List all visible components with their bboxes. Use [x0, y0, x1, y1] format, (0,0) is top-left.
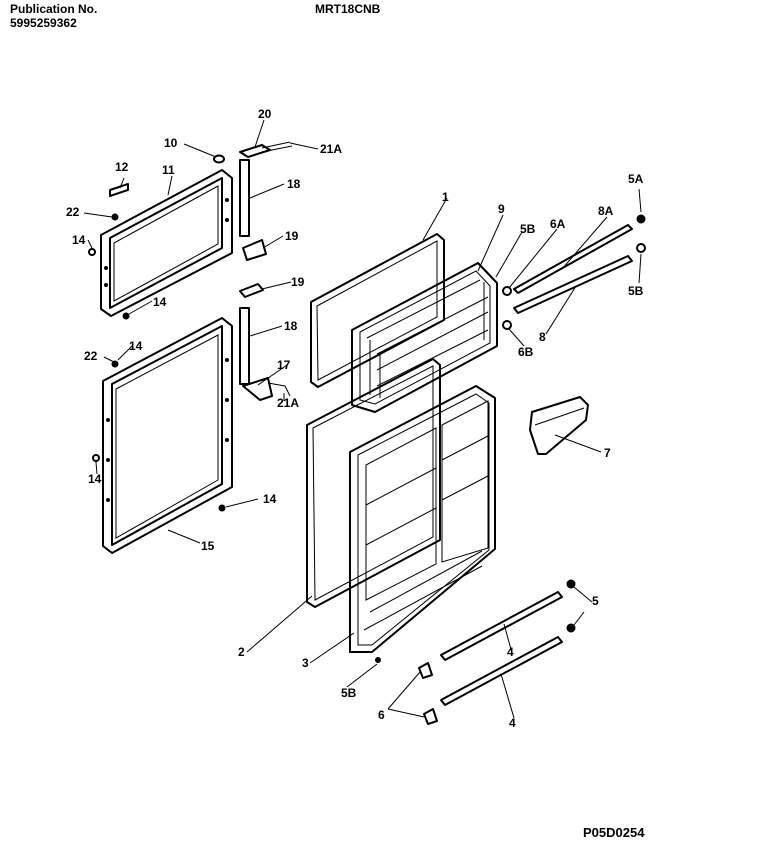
- callout-14-e: 14: [263, 492, 277, 506]
- callout-6b: 6B: [518, 345, 534, 359]
- model-number: MRT18CNB: [315, 2, 381, 16]
- spacer-upper: [239, 159, 250, 237]
- callout-6: 6: [378, 708, 385, 722]
- callout-19-upper: 19: [285, 229, 299, 243]
- publication-label: Publication No.: [10, 2, 98, 16]
- callout-20: 20: [258, 107, 272, 121]
- callout-22-upper: 22: [66, 205, 80, 219]
- callout-18-upper: 18: [287, 177, 301, 191]
- callout-5b-bottom: 5B: [341, 686, 357, 700]
- plug-part: [213, 154, 225, 164]
- callout-15: 15: [201, 539, 215, 553]
- callout-7: 7: [604, 446, 611, 460]
- callout-14-b: 14: [153, 295, 167, 309]
- callout-4-upper: 4: [507, 645, 514, 659]
- callout-14-c: 14: [129, 339, 143, 353]
- fresh-food-door: [349, 385, 496, 653]
- callout-4-lower: 4: [509, 716, 516, 730]
- callout-21a-lower: 21A: [277, 396, 299, 410]
- callout-22-lower: 22: [84, 349, 98, 363]
- freezer-door-liner: [100, 169, 233, 317]
- callout-18-lower: 18: [284, 319, 298, 333]
- callout-21a-upper: 21A: [320, 142, 342, 156]
- freezer-door: [351, 262, 498, 413]
- trim-strip-part: [109, 183, 129, 197]
- callout-8a: 8A: [598, 204, 614, 218]
- callout-2: 2: [238, 645, 245, 659]
- callout-9: 9: [498, 202, 505, 216]
- fresh-food-gasket: [306, 358, 441, 608]
- callout-5b-lower: 5B: [628, 284, 644, 298]
- callout-8: 8: [539, 330, 546, 344]
- callout-labels: 20 10 21A 12 11 18 5A 1 9 22 8A 6A 5B 19…: [66, 107, 644, 730]
- callout-6a: 6A: [550, 217, 566, 231]
- callout-19-lower: 19: [291, 275, 305, 289]
- leader-lines: [83, 119, 642, 719]
- callout-10: 10: [164, 136, 178, 150]
- callout-5a: 5A: [628, 172, 644, 186]
- spacer-lower: [239, 307, 250, 385]
- callout-5: 5: [592, 594, 599, 608]
- callout-3: 3: [302, 656, 309, 670]
- callout-1: 1: [442, 190, 449, 204]
- callout-14-d: 14: [88, 472, 102, 486]
- callout-11: 11: [162, 163, 175, 177]
- publication-number: 5995259362: [10, 16, 77, 30]
- callout-5b-upper: 5B: [520, 222, 536, 236]
- callout-17: 17: [277, 358, 291, 372]
- drawing-code: P05D0254: [583, 825, 645, 840]
- door-handle: [529, 396, 589, 455]
- callout-14-a: 14: [72, 233, 86, 247]
- callout-12: 12: [115, 160, 129, 174]
- fresh-food-door-liner: [102, 317, 233, 554]
